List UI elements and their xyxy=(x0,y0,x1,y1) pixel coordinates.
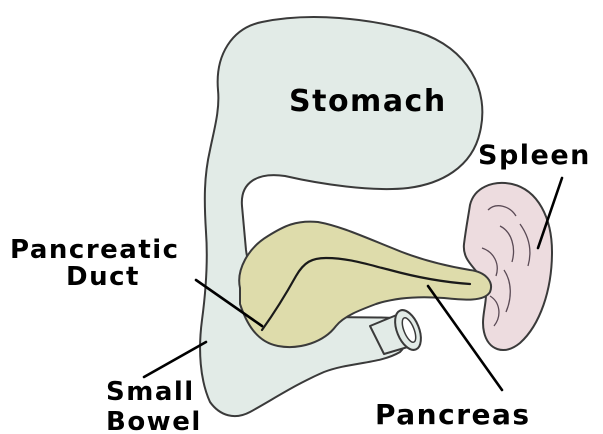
pancreatic-duct-label-line2: Duct xyxy=(66,262,140,292)
small-bowel-label-line2: Bowel xyxy=(106,407,202,434)
spleen-label: Spleen xyxy=(478,140,591,171)
pancreatic-duct-label-line1: Pancreatic xyxy=(10,235,180,265)
stomach-label: Stomach xyxy=(289,84,447,119)
small-bowel-leader xyxy=(144,342,206,377)
pancreas-label: Pancreas xyxy=(375,398,531,431)
stomach-and-small-bowel-shape xyxy=(200,17,482,416)
small-bowel-label-line1: Small xyxy=(106,377,195,407)
